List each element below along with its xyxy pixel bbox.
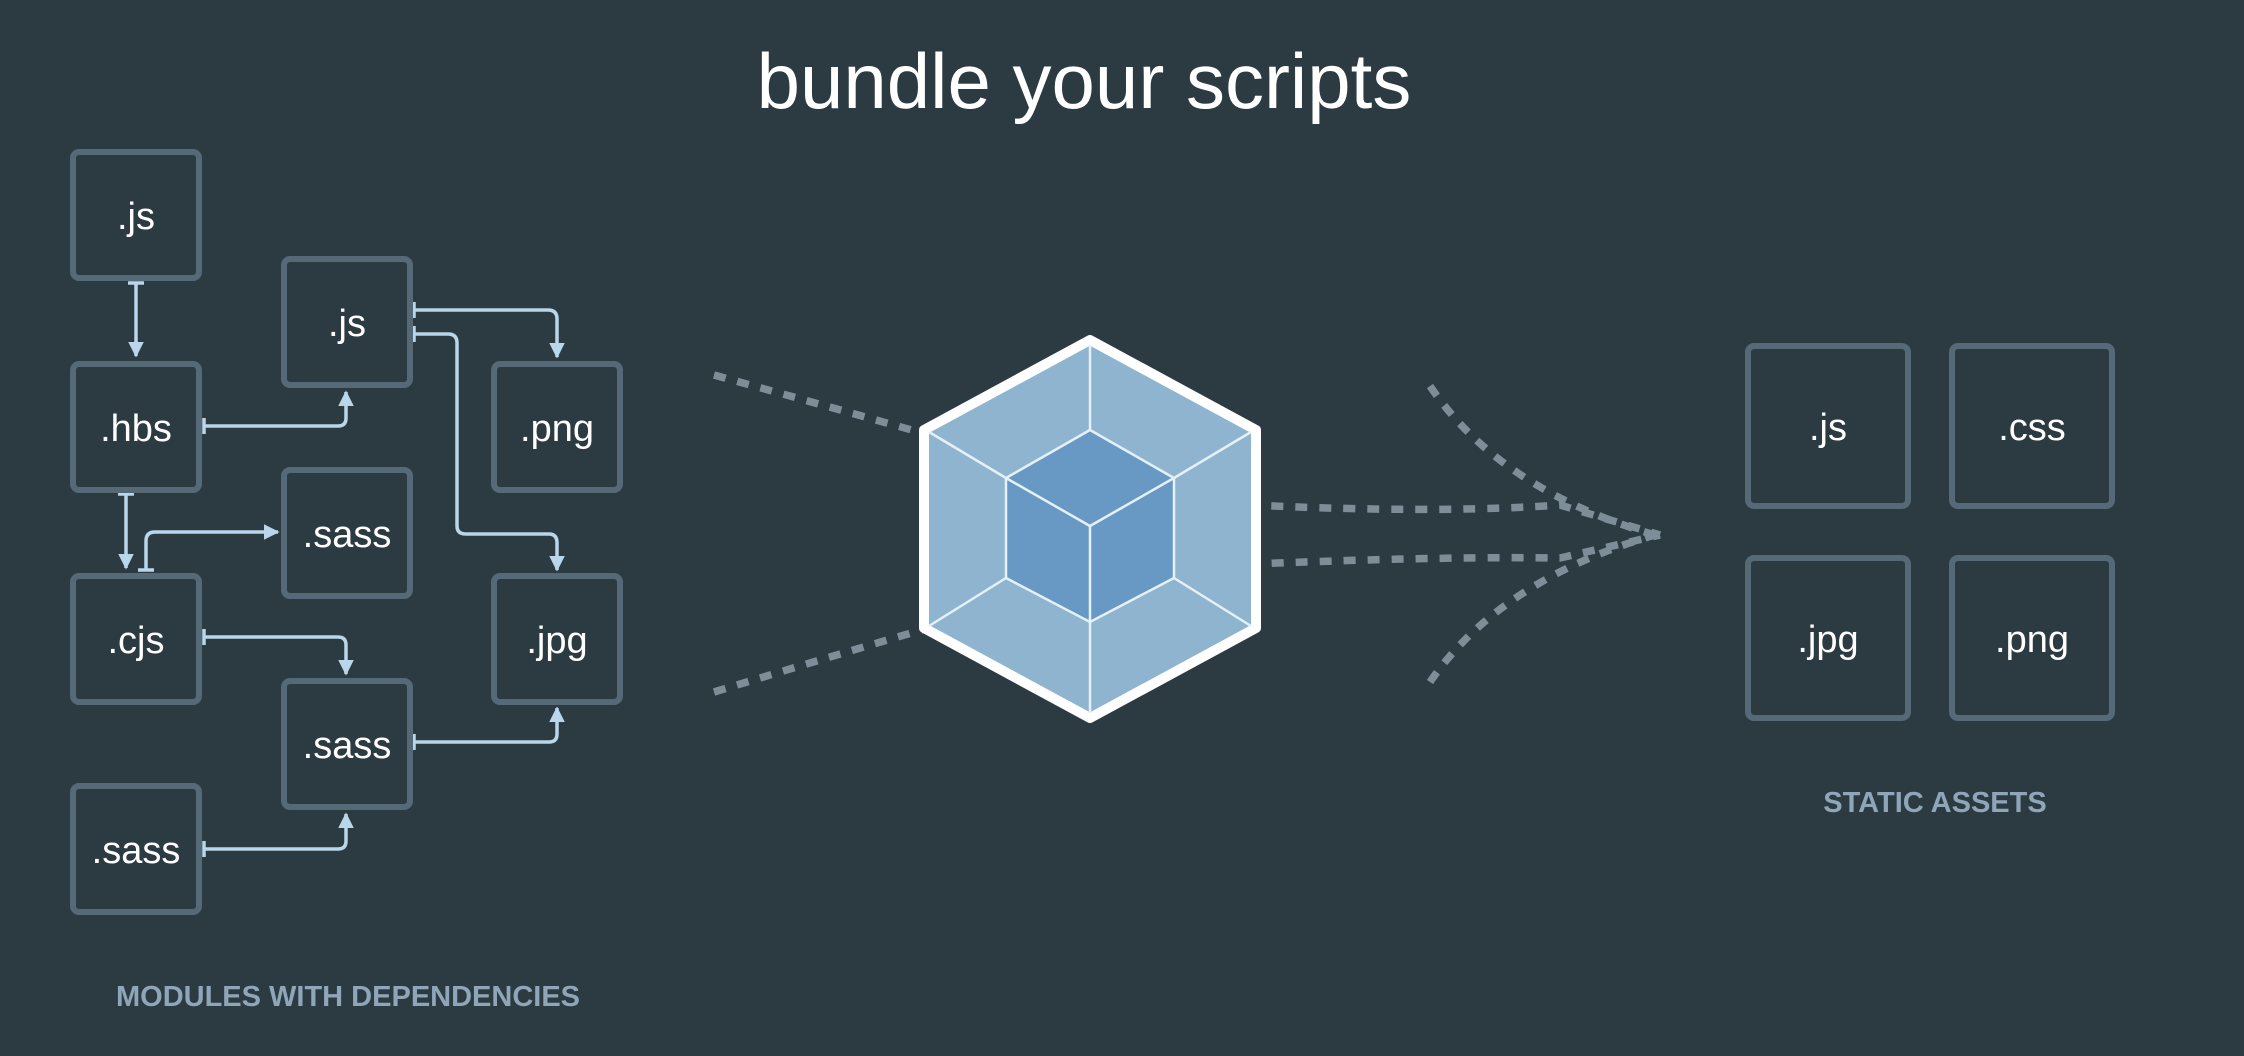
flow-line-out-lower-center <box>959 531 1661 584</box>
module-label: .sass <box>303 725 392 767</box>
module-label: .png <box>520 408 594 450</box>
flow-line-out-upper-center <box>959 480 1662 539</box>
module-box-sass-2 <box>281 467 413 599</box>
dep-cjs-sass-2 <box>204 635 354 676</box>
dep-sass-jpg <box>414 706 565 744</box>
module-box-js-1 <box>70 149 202 281</box>
asset-box-js <box>1745 343 1911 509</box>
dep-cjs-sass <box>144 524 280 570</box>
module-label: .hbs <box>100 408 172 450</box>
dep-js-jpg <box>414 332 565 572</box>
modules-caption: MODULES WITH DEPENDENCIES <box>116 981 580 1013</box>
module-box-sass-1 <box>70 783 202 915</box>
asset-label: .png <box>1995 619 2069 661</box>
modules-group: .js .hbs .cjs .sass .js .sass .sass .png… <box>70 149 623 915</box>
module-box-jpg <box>491 573 623 705</box>
module-label: .sass <box>303 514 392 556</box>
asset-label: .jpg <box>1797 619 1858 661</box>
module-label: .cjs <box>108 620 165 662</box>
module-box-sass-3 <box>281 678 413 810</box>
module-box-cjs <box>70 573 202 705</box>
asset-box-css <box>1949 343 2115 509</box>
asset-label: .css <box>1998 407 2066 449</box>
dep-sass-sass <box>204 812 354 851</box>
flow-line-out-top <box>1426 383 1657 539</box>
asset-box-jpg <box>1745 555 1911 721</box>
module-label: .js <box>328 303 366 345</box>
assets-caption: STATIC ASSETS <box>1823 787 2046 819</box>
webpack-cube-icon <box>919 335 1261 723</box>
dep-hbs-js <box>204 390 354 428</box>
module-label: .js <box>117 196 155 238</box>
assets-group: .js .css .jpg .png <box>1745 343 2115 721</box>
module-dependencies <box>118 281 565 857</box>
module-box-js-2 <box>281 256 413 388</box>
dep-js-png <box>414 308 565 359</box>
module-label: .jpg <box>526 620 587 662</box>
asset-box-png <box>1949 555 2115 721</box>
module-box-png <box>491 361 623 493</box>
module-label: .sass <box>92 830 181 872</box>
flow-line-out-bottom <box>1426 531 1657 685</box>
diagram-title: bundle your scripts <box>757 37 1412 125</box>
asset-label: .js <box>1809 407 1847 449</box>
module-box-hbs <box>70 361 202 493</box>
